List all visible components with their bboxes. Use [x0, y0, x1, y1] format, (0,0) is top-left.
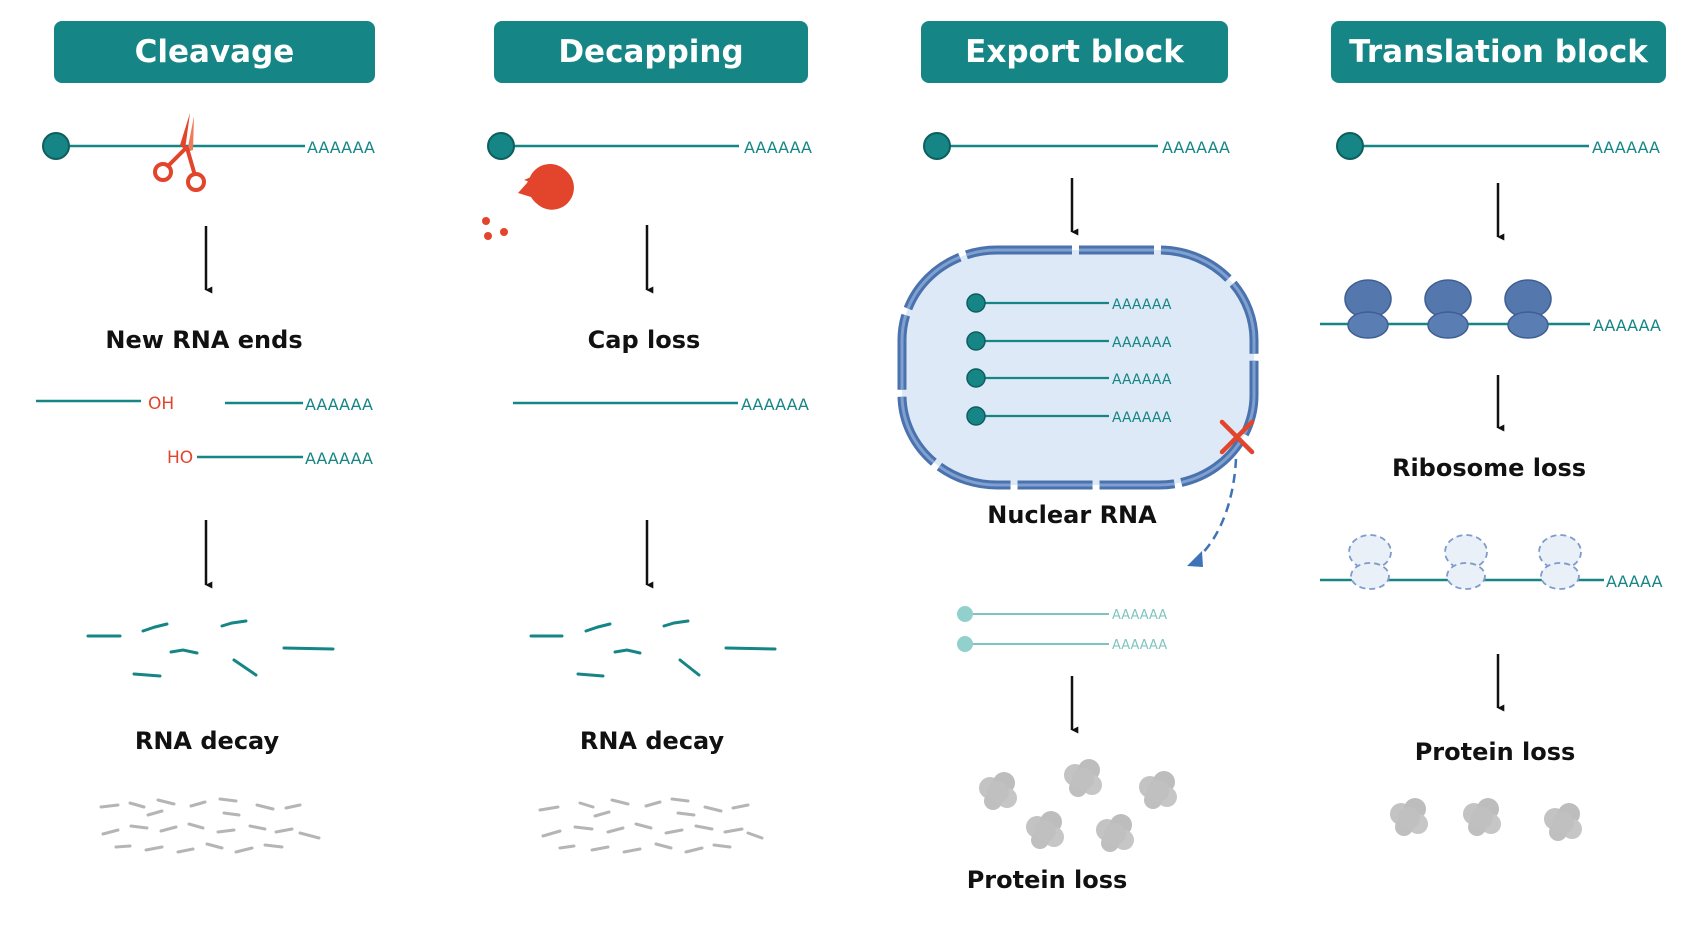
- label-protein-loss-translation: Protein loss: [1414, 738, 1576, 766]
- poly-a-tail: AAAAAA: [1112, 410, 1172, 426]
- rna-fragments-decapping: [529, 619, 777, 678]
- protein-blob-icon: [1026, 811, 1064, 849]
- blocked-export-x-icon: [1219, 419, 1255, 455]
- decayed-fragments-decapping: [538, 797, 764, 854]
- decapping-enzyme-icon: [482, 164, 574, 240]
- poly-a-tail: AAAAAA: [307, 138, 375, 157]
- panel-header-translation-block: Translation block: [1331, 21, 1666, 83]
- poly-a-tail: AAAAAA: [1592, 138, 1660, 157]
- panel-header-cleavage: Cleavage: [54, 21, 375, 83]
- label-new-rna-ends: New RNA ends: [105, 326, 303, 354]
- ribosome-icon: [1424, 279, 1472, 339]
- protein-blob-icon: [979, 772, 1017, 810]
- rna-fragments-cleavage: [86, 619, 335, 678]
- nucleus: [897, 245, 1259, 490]
- protein-blob-icon: [1463, 798, 1501, 836]
- protein-blob-icon: [1544, 803, 1582, 841]
- label-nuclear-rna: Nuclear RNA: [987, 501, 1157, 529]
- export-path-arrowhead: [1187, 551, 1203, 567]
- poly-a-tail: AAAAAA: [305, 395, 373, 414]
- protein-blob-icon: [1064, 759, 1102, 797]
- ribosome-free-mrna: AAAAA: [1320, 534, 1663, 591]
- scissors-icon: [153, 113, 206, 192]
- panel-header-decapping: Decapping: [494, 21, 808, 83]
- protein-blob-icon: [1096, 814, 1134, 852]
- cleavage-mrna: AAAAAA: [42, 132, 375, 160]
- oh-3prime-label: OH: [148, 394, 174, 414]
- nuclear-rna-strands: AAAAAA AAAAAA AAAAAA AAAAAA: [966, 293, 1172, 426]
- poly-a-tail: AAAAAA: [741, 395, 809, 414]
- poly-a-tail: AAAAAA: [1162, 138, 1230, 157]
- poly-a-tail: AAAAAA: [305, 449, 373, 468]
- poly-a-tail: AAAAAA: [1112, 297, 1172, 313]
- protein-blobs-translation: [1390, 798, 1582, 841]
- ribosome-icon: [1344, 279, 1392, 339]
- decayed-fragments-cleavage: [99, 797, 321, 854]
- translating-mrna: AAAAAA: [1320, 279, 1661, 339]
- ghost-ribosome-icon: [1348, 534, 1392, 590]
- export-mrna: AAAAAA: [923, 132, 1230, 160]
- ghost-ribosome-icon: [1538, 534, 1582, 590]
- protein-blobs-export: [979, 759, 1177, 852]
- ribosome-icon: [1504, 279, 1552, 339]
- poly-a-tail: AAAAAA: [1112, 638, 1167, 653]
- translation-mrna: AAAAAA: [1336, 132, 1660, 160]
- ghost-ribosome-icon: [1444, 534, 1488, 590]
- protein-blob-icon: [1139, 771, 1177, 809]
- poly-a-tail: AAAAA: [1606, 572, 1663, 591]
- label-ribosome-loss: Ribosome loss: [1391, 454, 1587, 482]
- oh-5prime-label: HO: [167, 448, 193, 468]
- protein-blob-icon: [1390, 798, 1428, 836]
- panel-header-export-block: Export block: [921, 21, 1228, 83]
- decapping-mrna: AAAAAA: [487, 132, 812, 160]
- label-rna-decay-cleavage: RNA decay: [134, 727, 280, 755]
- label-cap-loss: Cap loss: [587, 326, 701, 354]
- label-protein-loss-export: Protein loss: [966, 866, 1128, 894]
- cytoplasmic-rna-strands: AAAAAA AAAAAA: [957, 606, 1167, 653]
- poly-a-tail: AAAAAA: [1112, 608, 1167, 623]
- poly-a-tail: AAAAAA: [744, 138, 812, 157]
- poly-a-tail: AAAAAA: [1593, 316, 1661, 335]
- label-rna-decay-decapping: RNA decay: [579, 727, 725, 755]
- uncapped-mrna: AAAAAA: [513, 395, 809, 414]
- poly-a-tail: AAAAAA: [1112, 335, 1172, 351]
- new-rna-ends-fragments: OH AAAAAA HO AAAAAA: [36, 394, 373, 468]
- poly-a-tail: AAAAAA: [1112, 372, 1172, 388]
